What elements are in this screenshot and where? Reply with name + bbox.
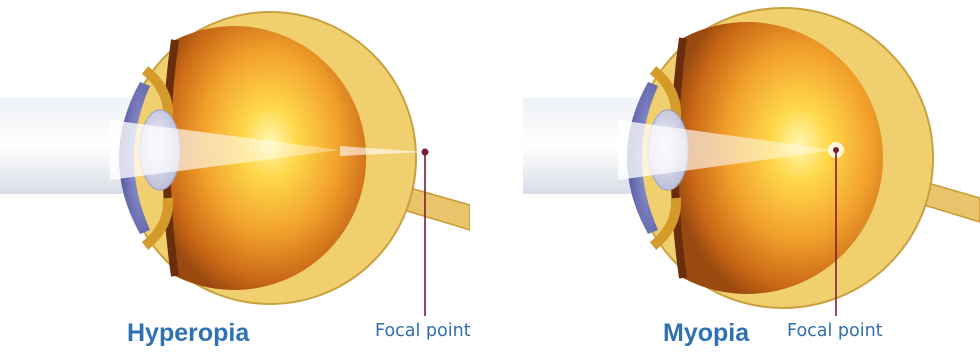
hyperopia-focal-label: Focal point: [375, 319, 471, 343]
myopia-eye-illustration: [523, 0, 980, 320]
myopia-focal-label: Focal point: [787, 319, 883, 343]
myopia-title: Myopia: [663, 318, 749, 348]
hyperopia-eye-illustration: [0, 0, 470, 320]
hyperopia-title: Hyperopia: [127, 318, 249, 348]
